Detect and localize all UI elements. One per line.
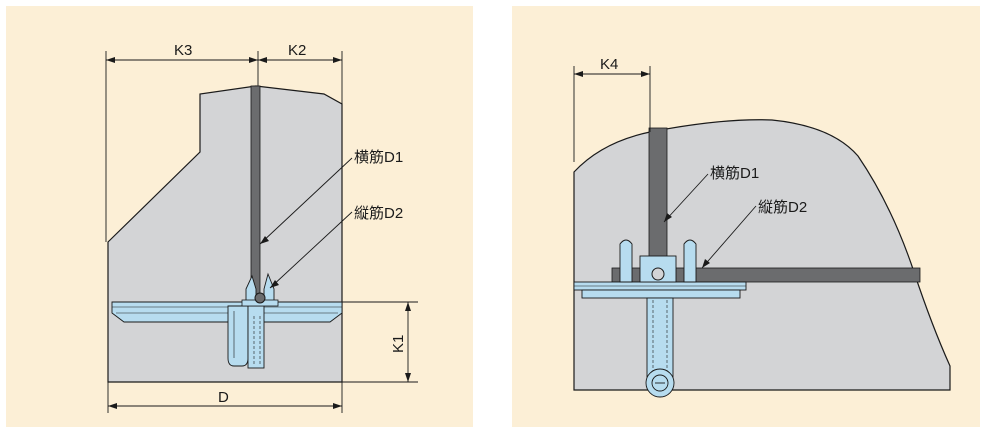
left-dim-d-label: D [218,389,229,406]
right-fitting-plate [573,281,747,299]
right-horizontal-bar-label: 横筋D1 [710,165,759,182]
left-fitting-stem [227,305,265,369]
right-fitting-posts [619,239,697,283]
left-dimension-k1 [342,301,418,383]
right-dimension-k4 [573,66,651,162]
left-dim-k3-label: K3 [174,42,192,59]
left-concrete-section [107,85,343,383]
left-diagram-panel: K3 K2 K1 D 横筋D1 縦筋D2 [6,6,473,427]
left-vertical-bar-label: 縦筋D2 [354,205,403,222]
right-diagram-panel: K4 横筋D1 縦筋D2 [512,6,980,427]
right-vertical-bar-label: 縦筋D2 [758,199,807,216]
right-section-drawing: K4 横筋D1 縦筋D2 [573,56,951,398]
left-horizontal-rebar [250,85,261,305]
left-section-drawing: K3 K2 K1 D 横筋D1 縦筋D2 [105,42,418,413]
left-dimension-d [107,382,343,413]
right-dim-k4-label: K4 [600,56,618,73]
right-callout-leaders [663,173,757,269]
left-dim-k1-label: K1 [390,335,407,353]
left-dimension-top [105,51,343,242]
left-dim-k2-label: K2 [288,42,306,59]
right-fitting-stem [645,297,675,398]
left-callout-leaders [259,157,353,289]
left-fitting-plate [111,301,343,323]
left-vertical-rebar [254,292,266,304]
right-rebar-ring [651,267,665,281]
left-horizontal-bar-label: 横筋D1 [354,149,403,166]
